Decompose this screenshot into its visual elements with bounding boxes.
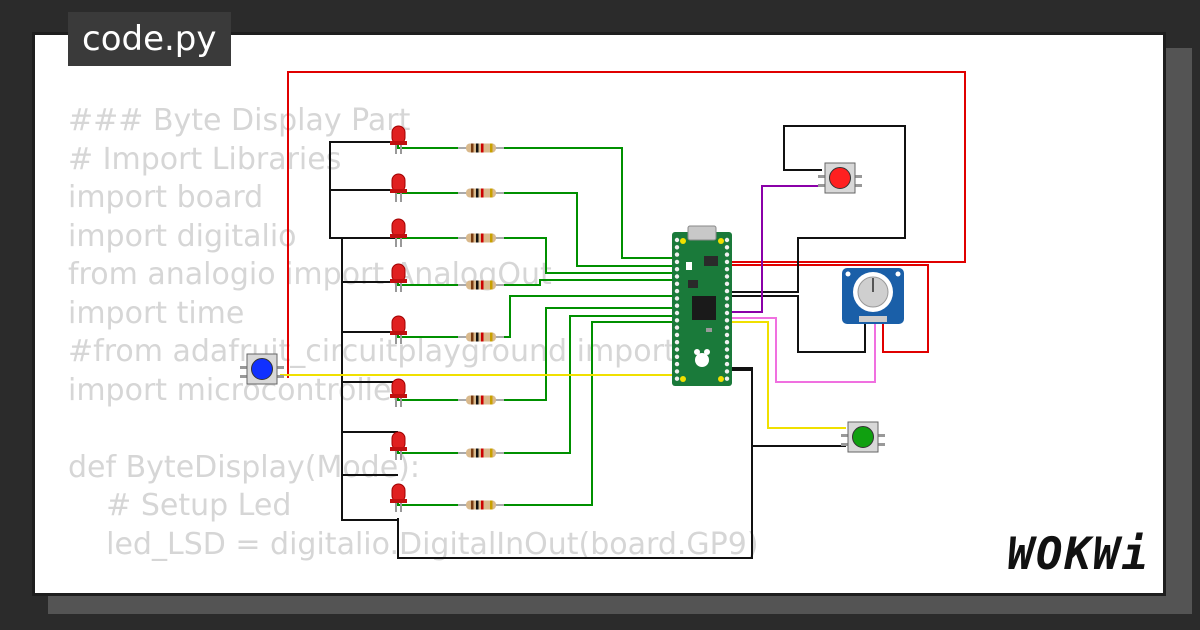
code-line: import time — [68, 295, 245, 331]
wire-green — [397, 397, 462, 401]
led — [390, 173, 407, 202]
red-push-button[interactable] — [818, 162, 862, 194]
resistor — [458, 188, 504, 198]
led — [390, 218, 407, 247]
resistor — [458, 395, 504, 405]
resistor — [458, 332, 504, 342]
resistor — [458, 500, 504, 510]
resistor — [458, 448, 504, 458]
raspberry-pi-pico[interactable] — [672, 225, 732, 386]
simulation-canvas[interactable] — [32, 32, 1166, 596]
wire-green — [397, 334, 462, 338]
led — [390, 431, 407, 460]
blue-push-button[interactable] — [240, 353, 284, 385]
wire-black — [730, 295, 866, 353]
wire-green — [397, 237, 462, 239]
wire-green — [397, 144, 462, 149]
led — [390, 263, 407, 292]
wire-black — [397, 367, 753, 559]
wire-green — [397, 450, 462, 454]
wokwi-logo: WOKWi — [1007, 529, 1150, 580]
wire-purple — [730, 185, 822, 313]
code-line: import microcontroller — [68, 372, 404, 408]
wire-red — [730, 264, 929, 353]
resistor — [458, 233, 504, 243]
wire-green — [397, 502, 462, 506]
wire-green — [500, 307, 674, 401]
wire-green — [500, 295, 674, 338]
led — [390, 483, 407, 512]
code-line: led_LSD = digitalio.DigitalInOut(board.G… — [68, 526, 759, 562]
led — [390, 125, 407, 154]
green-push-button[interactable] — [841, 421, 885, 453]
wire-green — [500, 315, 674, 454]
code-line: #from adafruit_circuitplayground import — [68, 334, 676, 369]
file-tab-code-py[interactable]: code.py — [68, 12, 231, 66]
wire-green — [500, 192, 674, 267]
led — [390, 315, 407, 344]
code-line: from analogio import AnalogOut — [68, 257, 552, 292]
code-line: # Import Libraries — [68, 141, 342, 177]
wires — [280, 71, 966, 559]
wire-yellow — [730, 321, 846, 429]
components — [240, 125, 904, 512]
code-line: # Setup Led — [68, 488, 292, 523]
wire-green — [500, 321, 674, 506]
wire-pink — [730, 317, 876, 383]
wire-black — [730, 369, 846, 447]
potentiometer[interactable] — [842, 268, 904, 324]
led — [390, 378, 407, 407]
code-line: import board — [68, 180, 264, 215]
code-line: import digitalio — [68, 218, 297, 254]
wire-black — [730, 125, 906, 293]
wire-green — [500, 147, 674, 259]
wire-red — [287, 71, 966, 378]
wire-black — [329, 141, 398, 521]
resistor — [458, 280, 504, 290]
wire-green — [397, 282, 462, 286]
wire-green — [500, 237, 674, 274]
code-line: ### Byte Display Part — [68, 103, 411, 138]
wire-green — [397, 192, 462, 194]
resistor — [458, 143, 504, 153]
code-line: def ByteDisplay(Mode): — [68, 449, 420, 485]
wire-green — [500, 279, 674, 286]
